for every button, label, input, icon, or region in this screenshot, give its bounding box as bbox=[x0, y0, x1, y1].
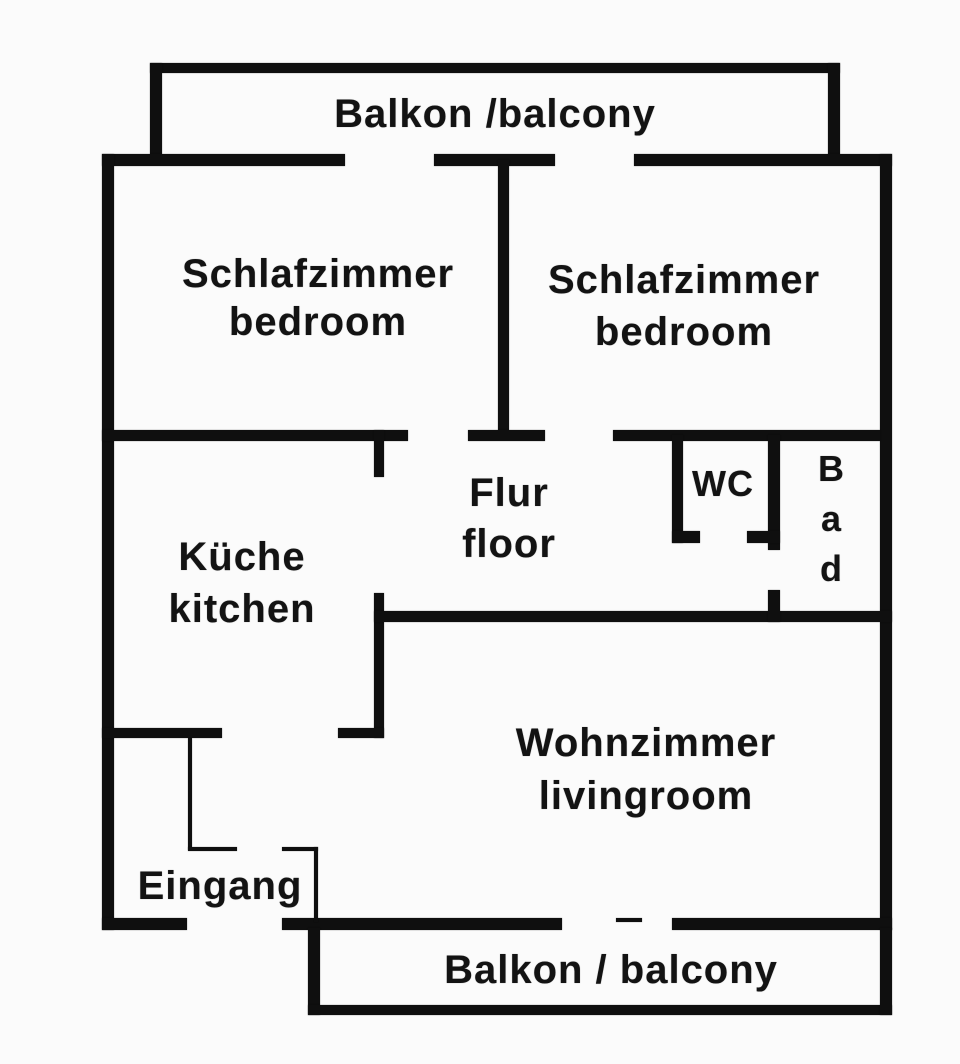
label-kitchen-english: kitchen bbox=[168, 587, 316, 631]
wall-outer-right bbox=[880, 154, 892, 930]
label-living: Wohnzimmer livingroom bbox=[516, 717, 776, 823]
wall-bottom-segment-3 bbox=[672, 918, 892, 930]
label-kitchen: Küche kitchen bbox=[168, 531, 315, 635]
wall-kitchen-right-lower bbox=[374, 593, 384, 738]
wall-middle-segment-2 bbox=[468, 430, 545, 441]
wall-kitchen-right-upper bbox=[374, 430, 384, 477]
wall-balcony-bottom-bottom bbox=[308, 1005, 892, 1015]
wall-wc-left bbox=[672, 435, 683, 543]
wall-balcony-top-left bbox=[150, 63, 162, 158]
label-kitchen-german: Küche bbox=[178, 535, 306, 579]
wall-kitchen-bottom-left bbox=[102, 728, 222, 738]
wall-balcony-bottom-left bbox=[308, 928, 320, 1015]
wall-top-segment-1 bbox=[102, 154, 345, 166]
wall-bottom-segment-1 bbox=[102, 918, 187, 930]
wall-middle-segment-3 bbox=[613, 430, 880, 441]
wall-bottom-door-sill bbox=[616, 918, 642, 922]
label-balcony-bottom: Balkon / balcony bbox=[444, 948, 778, 992]
wall-vestibule-vertical-left bbox=[188, 738, 192, 850]
label-living-english: livingroom bbox=[538, 774, 754, 818]
wall-wc-bottom-left bbox=[672, 531, 700, 543]
label-living-german: Wohnzimmer bbox=[515, 721, 777, 765]
wall-hall-living-divider bbox=[374, 611, 892, 622]
wall-balcony-top-top bbox=[150, 63, 840, 73]
wall-bath-stub bbox=[768, 590, 780, 622]
label-bedroom-left-english: bedroom bbox=[228, 300, 408, 344]
label-hall-english: floor bbox=[462, 522, 556, 566]
wall-vestibule-vertical-right bbox=[314, 847, 318, 922]
wall-bedroom-divider bbox=[498, 160, 509, 439]
wall-bottom-segment-2 bbox=[282, 918, 562, 930]
wall-top-segment-2 bbox=[434, 154, 555, 166]
wall-vestibule-horizontal-right bbox=[282, 847, 318, 851]
wall-vestibule-horizontal-left bbox=[188, 847, 237, 851]
label-entrance: Eingang bbox=[137, 864, 303, 908]
wall-top-segment-3 bbox=[634, 154, 892, 166]
label-bedroom-right-english: bedroom bbox=[594, 310, 774, 354]
wall-middle-segment-1 bbox=[102, 430, 408, 441]
label-hall-german: Flur bbox=[469, 471, 549, 515]
wall-outer-left bbox=[102, 154, 114, 930]
label-bath: B a d bbox=[818, 444, 844, 594]
label-bedroom-right-german: Schlafzimmer bbox=[547, 258, 821, 302]
label-bedroom-left: Schlafzimmer bedroom bbox=[182, 250, 454, 346]
wall-balcony-bottom-right bbox=[880, 928, 892, 1015]
label-bath-letter-b: B bbox=[818, 448, 844, 489]
wall-wc-right bbox=[768, 435, 780, 550]
label-wc: WC bbox=[692, 463, 754, 504]
label-bedroom-left-german: Schlafzimmer bbox=[181, 252, 455, 296]
label-bedroom-right: Schlafzimmer bedroom bbox=[548, 254, 820, 358]
label-bath-letter-a: a bbox=[820, 498, 842, 539]
label-hall: Flur floor bbox=[462, 468, 556, 570]
label-bath-letter-d: d bbox=[820, 548, 842, 589]
wall-kitchen-bottom-right bbox=[338, 728, 384, 738]
label-balcony-top: Balkon /balcony bbox=[334, 92, 656, 136]
wall-balcony-top-right bbox=[828, 63, 840, 158]
wall-wc-bottom-right bbox=[747, 531, 780, 543]
